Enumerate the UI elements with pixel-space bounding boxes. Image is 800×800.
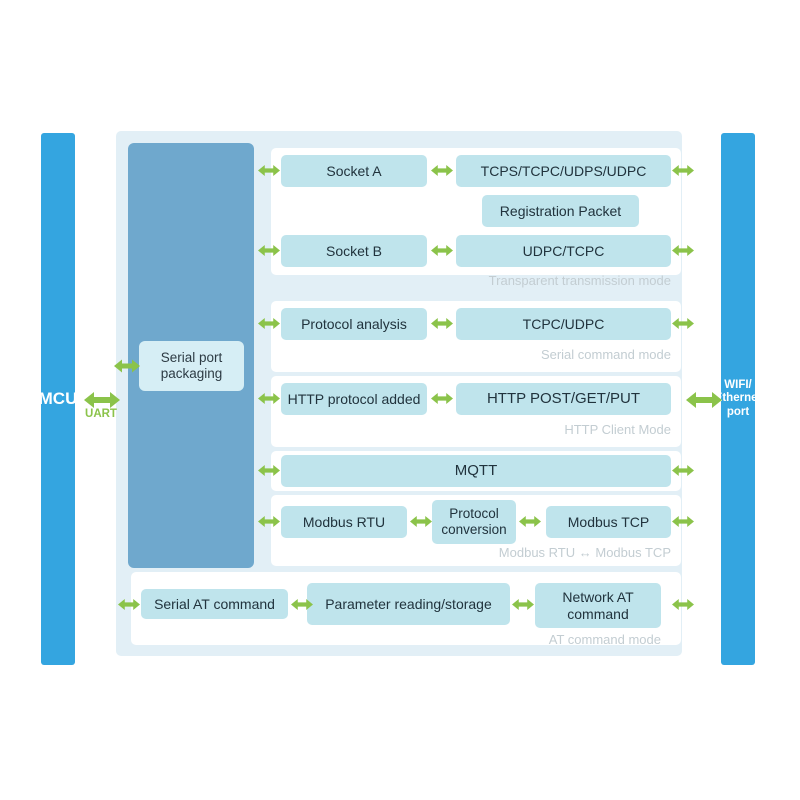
arrow-to-socket-b-icon (258, 243, 280, 258)
block-modbus-tcp-label: Modbus TCP (567, 513, 650, 530)
arrow-to-modbus-rtu-icon (258, 514, 280, 529)
wifi-label-line3: port (726, 405, 750, 418)
block-protocol-conversion: Protocol conversion (432, 500, 516, 544)
wifi-label-line1: WIFI/ (724, 379, 752, 392)
wifi-label-line2: Ethernet (714, 392, 762, 405)
block-http-post-get-put-label: HTTP POST/GET/PUT (486, 390, 641, 408)
serial-port-packaging-label-line1: Serial port (160, 350, 223, 366)
arrow-to-mqtt-icon (258, 463, 280, 478)
block-tcps-label: TCPS/TCPC/UDPS/UDPC (480, 162, 647, 179)
block-protocol-analysis-label: Protocol analysis (301, 315, 407, 332)
block-http-protocol-added-label: HTTP protocol added (287, 390, 421, 407)
block-socket-b-label: Socket B (325, 242, 383, 259)
block-protocol-conversion-label-line2: conversion (441, 522, 507, 537)
serial-port-packaging-box: Serial port packaging (139, 341, 244, 391)
block-socket-a-label: Socket A (326, 162, 382, 179)
uart-link-label: UART (85, 408, 117, 420)
block-serial-at-command-label: Serial AT command (154, 595, 275, 612)
arrow-network-at-out-icon (672, 597, 694, 612)
arrow-tcpc-udpc-out-icon (672, 316, 694, 331)
block-socket-b: Socket B (281, 235, 427, 267)
block-network-at-command: Network AT command (535, 583, 661, 628)
caption-transparent-transmission-mode: Transparent transmission mode (488, 273, 671, 288)
arrow-to-protocol-analysis-icon (258, 316, 280, 331)
arrow-conversion-to-modbus-tcp-icon (519, 514, 541, 529)
block-protocol-conversion-label-line1: Protocol (449, 506, 499, 522)
block-tcpc-udpc-label: TCPC/UDPC (522, 315, 605, 332)
arrow-module-to-wifi-icon (686, 390, 722, 410)
mcu-label: MCU (38, 389, 78, 409)
block-serial-at-command: Serial AT command (141, 589, 288, 619)
caption-at-command-mode: AT command mode (548, 632, 661, 647)
arrow-protocol-analysis-to-tcpc-udpc-icon (431, 316, 453, 331)
caption-modbus-mode: Modbus RTU ↔ Modbus TCP (498, 545, 671, 560)
block-mqtt: MQTT (281, 455, 671, 487)
block-tcpc-udpc: TCPC/UDPC (456, 308, 671, 340)
block-http-protocol-added: HTTP protocol added (281, 383, 427, 415)
arrow-socket-b-to-udpc-tcpc-icon (431, 243, 453, 258)
block-udpc-tcpc: UDPC/TCPC (456, 235, 671, 267)
arrow-http-added-to-verbs-icon (431, 391, 453, 406)
block-modbus-rtu: Modbus RTU (281, 506, 407, 538)
arrow-mqtt-out-icon (672, 463, 694, 478)
arrow-modbus-tcp-out-icon (672, 514, 694, 529)
caption-http-client-mode: HTTP Client Mode (564, 422, 671, 437)
arrow-socket-a-to-tcps-icon (431, 163, 453, 178)
block-parameter-reading-storage-label: Parameter reading/storage (325, 595, 492, 612)
block-network-at-command-label-line2: command (567, 605, 629, 622)
arrow-parameter-to-network-at-icon (512, 597, 534, 612)
block-modbus-rtu-label: Modbus RTU (302, 513, 386, 530)
arrow-serial-at-to-parameter-icon (291, 597, 313, 612)
arrow-modbus-rtu-to-conversion-icon (410, 514, 432, 529)
mcu-port-bar: MCU (38, 133, 78, 665)
arrow-mcu-to-module-icon (84, 390, 120, 410)
block-registration-packet-label: Registration Packet (499, 202, 622, 219)
arrow-tcps-out-icon (672, 163, 694, 178)
arrow-to-socket-a-icon (258, 163, 280, 178)
block-protocol-analysis: Protocol analysis (281, 308, 427, 340)
block-tcps-tcpc-udps-udpc: TCPS/TCPC/UDPS/UDPC (456, 155, 671, 187)
block-network-at-command-label-line1: Network AT (562, 589, 634, 606)
arrow-to-http-protocol-added-icon (258, 391, 280, 406)
block-socket-a: Socket A (281, 155, 427, 187)
wifi-ethernet-port-bar: WIFI/ Ethernet port (715, 133, 761, 665)
block-parameter-reading-storage: Parameter reading/storage (307, 583, 510, 625)
block-http-post-get-put: HTTP POST/GET/PUT (456, 383, 671, 415)
caption-serial-command-mode: Serial command mode (540, 347, 671, 362)
arrow-serial-packaging-in-icon (114, 358, 140, 374)
block-modbus-tcp: Modbus TCP (546, 506, 671, 538)
block-registration-packet: Registration Packet (482, 195, 639, 227)
arrow-udpc-tcpc-out-icon (672, 243, 694, 258)
block-mqtt-label: MQTT (454, 462, 498, 480)
serial-port-packaging-label-line2: packaging (160, 366, 223, 381)
block-udpc-tcpc-label: UDPC/TCPC (522, 242, 605, 259)
arrow-to-serial-at-command-icon (118, 597, 140, 612)
